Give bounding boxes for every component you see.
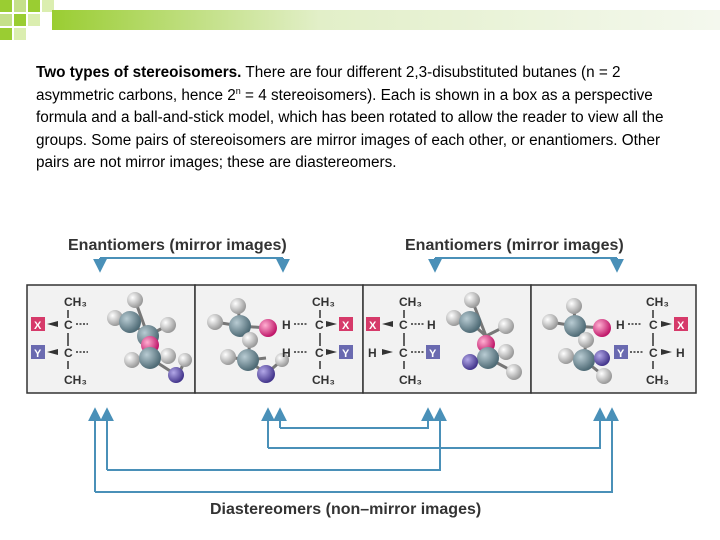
hydrogen-ball (275, 353, 289, 367)
hydrogen-ball (207, 314, 223, 330)
x-label: X (34, 320, 42, 332)
methyl-bottom: CH₃ (646, 373, 669, 387)
stereoisomer-box-3: CH₃ X C H H C Y CH₃ (362, 284, 532, 394)
carbon-lower: C (64, 346, 73, 360)
hydrogen-ball (542, 314, 558, 330)
hydrogen-ball (160, 317, 176, 333)
y-label: Y (429, 348, 437, 360)
carbon-ball (573, 349, 595, 371)
x-badge (366, 317, 380, 331)
corner-decoration (0, 0, 720, 40)
hydrogen-ball (230, 298, 246, 314)
diastereomer-arrows (88, 407, 619, 493)
hydrogen-ball (242, 332, 258, 348)
carbon-ball (237, 349, 259, 371)
hydrogen-ball (178, 353, 192, 367)
caption-text: There are four different 2,3-disubstitut… (36, 64, 621, 104)
carbon-ball (139, 347, 161, 369)
methyl-bottom: CH₃ (312, 373, 335, 387)
carbon-ball (459, 311, 481, 333)
hydrogen-upper: H (282, 318, 291, 332)
x-badge (339, 317, 353, 331)
hydrogen-ball (446, 310, 462, 326)
hydrogen-right: H (676, 346, 685, 360)
hydrogen-lower: H (282, 346, 291, 360)
x-label: X (342, 320, 350, 332)
x-ball (593, 319, 611, 337)
carbon-lower: C (399, 346, 408, 360)
hydrogen-ball (506, 364, 522, 380)
hydrogen-ball (498, 318, 514, 334)
hydrogen-ball (464, 292, 480, 308)
x-label: X (369, 320, 377, 332)
carbon-ball (229, 315, 251, 337)
y-label: Y (617, 348, 625, 360)
carbon-lower: C (315, 346, 324, 360)
carbon-upper: C (315, 318, 324, 332)
stereoisomer-box-2: CH₃ H C X H C Y CH₃ (194, 284, 364, 394)
y-badge (614, 345, 628, 359)
carbon-upper: C (649, 318, 658, 332)
hydrogen-ball (596, 368, 612, 384)
methyl-bottom: CH₃ (64, 373, 87, 387)
carbon-upper: C (64, 318, 73, 332)
hydrogen-ball (566, 298, 582, 314)
hydrogen-upper: H (616, 318, 625, 332)
y-ball (594, 350, 610, 366)
hydrogen-ball (160, 348, 176, 364)
methyl-top: CH₃ (399, 295, 422, 309)
methyl-top: CH₃ (646, 295, 669, 309)
methyl-top: CH₃ (64, 295, 87, 309)
x-badge (674, 317, 688, 331)
methyl-top: CH₃ (312, 295, 335, 309)
hydrogen-upper: H (427, 318, 436, 332)
carbon-ball (119, 311, 141, 333)
y-label: Y (34, 348, 42, 360)
caption-text-rest: = 4 stereoisomers). Each is shown in a b… (36, 86, 664, 172)
enantiomers-left-label: Enantiomers (mirror images) (68, 237, 287, 254)
carbon-ball (477, 347, 499, 369)
x-ball (259, 319, 277, 337)
x-badge (31, 317, 45, 331)
y-badge (339, 345, 353, 359)
y-badge (31, 345, 45, 359)
figure-caption: Two types of stereoisomers. There are fo… (36, 62, 686, 175)
y-ball (257, 365, 275, 383)
hydrogen-ball (578, 332, 594, 348)
y-ball (168, 367, 184, 383)
hydrogen-ball (127, 292, 143, 308)
hydrogen-lower: H (368, 346, 377, 360)
methyl-bottom: CH₃ (399, 373, 422, 387)
caption-title: Two types of stereoisomers. (36, 64, 242, 81)
y-label: Y (342, 348, 350, 360)
stereoisomer-box-1: CH₃ X C Y C CH₃ (26, 284, 196, 394)
y-ball (462, 354, 478, 370)
carbon-upper: C (399, 318, 408, 332)
diastereomers-label: Diastereomers (non–mirror images) (210, 501, 481, 518)
y-badge (426, 345, 440, 359)
hydrogen-ball (558, 348, 574, 364)
enantiomers-right-label: Enantiomers (mirror images) (405, 237, 624, 254)
x-label: X (677, 320, 685, 332)
caption-superscript: n (235, 85, 241, 96)
enantiomer-arrows (93, 257, 624, 273)
hydrogen-ball (220, 349, 236, 365)
carbon-lower: C (649, 346, 658, 360)
hydrogen-ball (498, 344, 514, 360)
hydrogen-ball (124, 352, 140, 368)
carbon-ball (564, 315, 586, 337)
stereoisomer-box-4: CH₃ H C X Y C H CH₃ (530, 284, 697, 394)
